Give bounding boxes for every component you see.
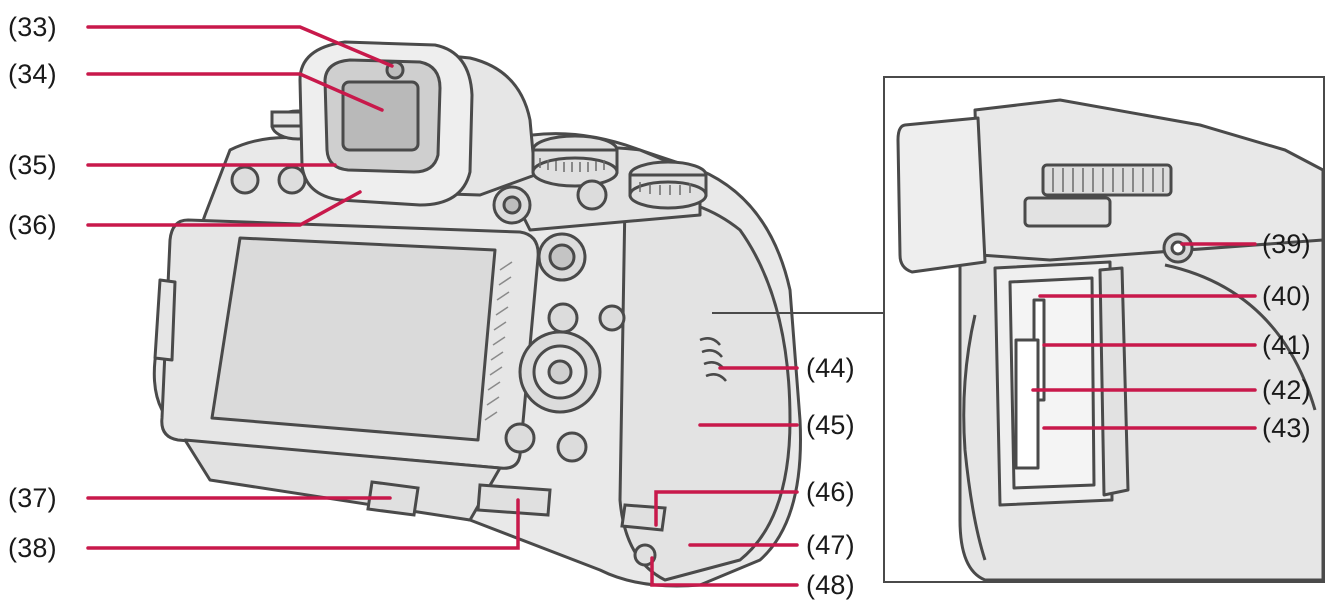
left-buttons xyxy=(230,165,307,195)
callout-47: (47) xyxy=(806,530,855,560)
rear-monitor xyxy=(153,218,540,522)
leader-46 xyxy=(654,490,799,527)
leader-34 xyxy=(86,72,384,112)
callout-45: (45) xyxy=(806,410,855,440)
top-dials xyxy=(531,134,708,210)
callout-34: (34) xyxy=(8,59,57,89)
callout-41: (41) xyxy=(1262,330,1311,360)
callout-39: (39) xyxy=(1262,229,1311,259)
callout-40: (40) xyxy=(1262,281,1311,311)
leader-33 xyxy=(86,25,394,68)
viewfinder xyxy=(298,40,537,207)
leader-38 xyxy=(86,498,520,550)
callout-38: (38) xyxy=(8,533,57,563)
leader-48 xyxy=(650,556,799,587)
callout-36: (36) xyxy=(8,210,57,240)
callout-42: (42) xyxy=(1262,375,1311,405)
leader-lines xyxy=(86,25,1257,587)
inset-camera xyxy=(896,98,1325,582)
rear-controls xyxy=(492,179,626,463)
callout-44: (44) xyxy=(806,353,855,383)
callout-37: (37) xyxy=(8,483,57,513)
callout-35: (35) xyxy=(8,150,57,180)
bottom-parts xyxy=(366,480,667,567)
callout-43: (43) xyxy=(1262,413,1311,443)
callout-33: (33) xyxy=(8,12,57,42)
leader-36 xyxy=(86,190,362,227)
callout-48: (48) xyxy=(806,570,855,600)
callout-46: (46) xyxy=(806,477,855,507)
